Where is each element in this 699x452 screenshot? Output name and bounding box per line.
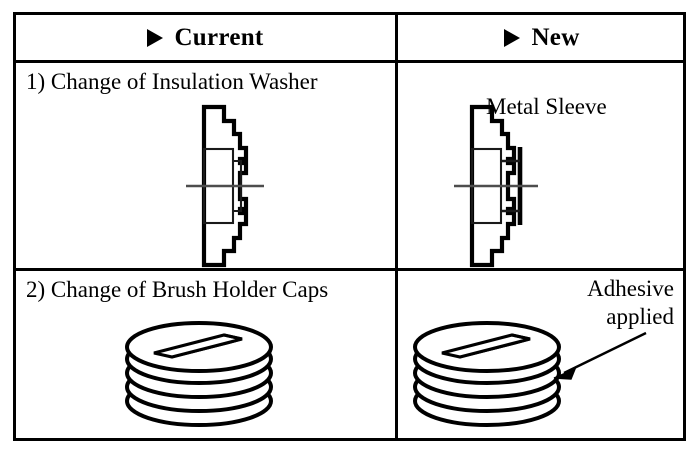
callout-adhesive-line1: Adhesive [587,276,674,301]
insulation-washer-cross-section [186,104,264,268]
header-row-divider [16,60,683,63]
callout-metal-sleeve: Metal Sleeve [486,94,607,119]
row-divider [16,268,683,271]
cell-row2-new: Adhesive applied [398,271,686,441]
cell-row2-current: 2) Change of Brush Holder Caps [16,271,395,441]
leader-arrow-icon [553,331,647,380]
callout-adhesive-line2: applied [606,304,674,330]
insulation-washer-cross-section-with-sleeve [454,104,538,268]
header-cell-new: New [398,15,686,60]
cell-row1-new: Metal Sleeve [398,63,686,268]
callout-adhesive: Adhesive applied [587,275,674,331]
header-label-new: New [531,23,580,51]
row-label-2: 2) Change of Brush Holder Caps [26,277,329,302]
triangle-right-icon [147,28,164,47]
header-label-current: Current [174,23,264,51]
row-label-1: 1) Change of Insulation Washer [26,69,318,94]
column-divider [395,15,398,438]
header-cell-current: Current [16,15,395,60]
brush-holder-cap [413,321,561,427]
triangle-right-icon [504,28,521,47]
brush-holder-cap [125,321,273,427]
comparison-table: Current New 1) Change of Insulation Wash… [13,12,686,441]
cell-row1-current: 1) Change of Insulation Washer [16,63,395,268]
